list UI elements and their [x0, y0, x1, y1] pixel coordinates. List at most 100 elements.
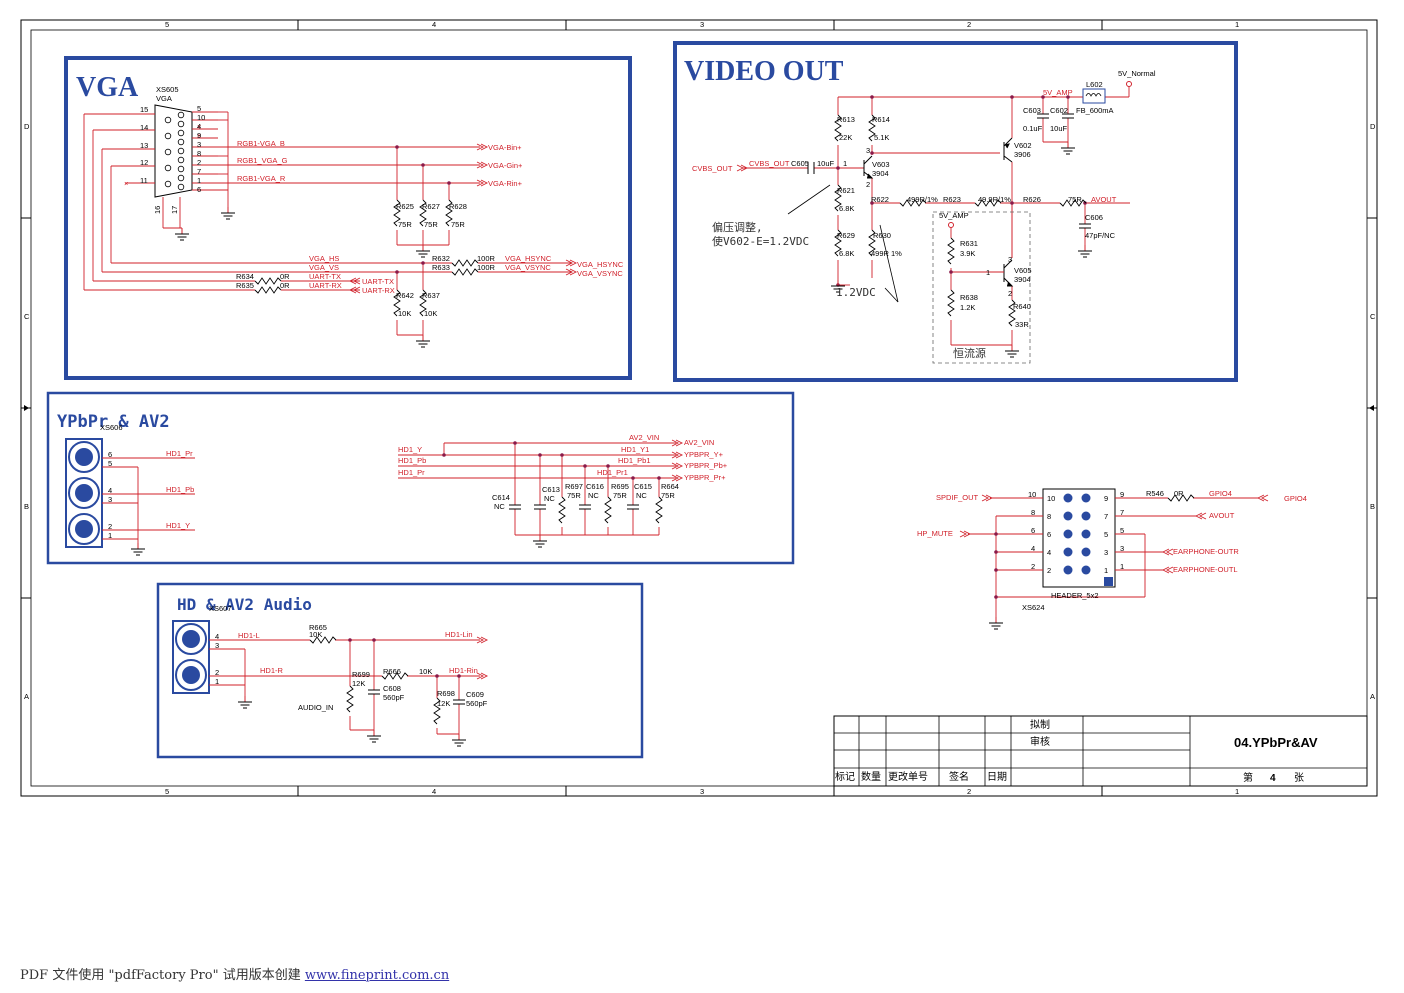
net-label: CVBS_OUT [749, 159, 790, 168]
vga-pin: 12 [140, 158, 148, 167]
bias-note: 偏压调整, [712, 220, 763, 234]
net-label: HD1_Pb [166, 485, 194, 494]
net-label: UART-RX [309, 281, 342, 290]
row-label: B [1370, 502, 1375, 511]
port-label: VGA-Bin+ [488, 143, 522, 152]
pin: 1 [1104, 566, 1108, 575]
net-label: VGA_VS [309, 263, 339, 272]
res-val: 10K [309, 630, 322, 639]
pin: 7 [1120, 508, 1124, 517]
res-val: 10K [424, 309, 437, 318]
sheet-frame: 5 4 3 2 1 5 4 3 2 1 D C B A D C B A [20, 19, 1378, 797]
cap-val: 10uF [817, 159, 835, 168]
res-val: 12K [352, 679, 365, 688]
vga-pin: 17 [170, 206, 179, 214]
res-val: 10K [419, 667, 432, 676]
pin: 6 [1031, 526, 1035, 535]
res-ref: R629 [837, 231, 855, 240]
res-val: 0R [1174, 489, 1184, 498]
transistor-val: 3904 [872, 169, 889, 178]
header-block: XS624 HEADER_5x2 SPDIF_OUT HP_MUTE GPIO4… [917, 488, 1307, 630]
vga-pin: 10 [197, 113, 205, 122]
pin: 8 [1047, 512, 1051, 521]
svg-text:×: × [197, 122, 201, 131]
res-ref: R635 [236, 281, 254, 290]
res-val: 100R [477, 263, 496, 272]
res-ref: R613 [837, 115, 855, 124]
pin: 3 [108, 495, 112, 504]
audio-in-label: AUDIO_IN [298, 703, 333, 712]
port-label: YPBPR_Pb+ [684, 461, 728, 470]
part-ref: R697 [565, 482, 583, 491]
net-label: HD1_Pb [398, 456, 426, 465]
video-title: VIDEO OUT [684, 56, 844, 87]
pin: 4 [108, 486, 112, 495]
net-label: HD1-R [260, 666, 284, 675]
col-label: 5 [165, 787, 169, 796]
pin: 1 [108, 531, 112, 540]
connector-ref: XS606 [100, 423, 123, 432]
net-label: HD1_Y1 [621, 445, 649, 454]
res-ref: R631 [960, 239, 978, 248]
vga-pin: 4 [197, 122, 201, 131]
vga-connector-ref: XS605 [156, 85, 179, 94]
video-out-block: VIDEO OUT 5V_Normal 5V_AMP [673, 41, 1238, 382]
port-label: VGA-Rin+ [488, 179, 523, 188]
pin: 3 [215, 641, 219, 650]
res-ref: R666 [383, 667, 401, 676]
res-ref: R622 [871, 195, 889, 204]
vga-pin: 1 [197, 176, 201, 185]
svg-text:3: 3 [1008, 255, 1012, 264]
svg-text:×: × [124, 179, 128, 188]
net-label: 5V_AMP [939, 211, 969, 220]
port-label: UART-RX [362, 286, 395, 295]
res-val: 10K [398, 309, 411, 318]
row-label: B [24, 502, 29, 511]
col-label: 3 [700, 20, 704, 29]
pin: 2 [215, 668, 219, 677]
pin: 6 [1047, 530, 1051, 539]
col-label: 2 [967, 20, 971, 29]
res-val: 5.1K [874, 133, 889, 142]
net-label: RGB1-VGA_B [237, 139, 285, 148]
port-label: HP_MUTE [917, 529, 953, 538]
part-ref: R664 [661, 482, 679, 491]
sheet-suffix: 张 [1294, 772, 1304, 784]
pin: 5 [1120, 526, 1124, 535]
res-ref: R632 [432, 254, 450, 263]
svg-text:1: 1 [986, 268, 990, 277]
pin: 4 [1031, 544, 1035, 553]
svg-text:2: 2 [1008, 289, 1012, 298]
port-label: VGA_HSYNC [577, 260, 624, 269]
row-label: A [24, 692, 29, 701]
res-ref: R628 [449, 202, 467, 211]
net-label: HD1_Pr [398, 468, 425, 477]
net-label: VGA_HSYNC [505, 254, 552, 263]
part-ref: R695 [611, 482, 629, 491]
pin: 2 [1031, 562, 1035, 571]
port-label: AVOUT [1209, 511, 1235, 520]
sheet-number: 4 [1270, 773, 1276, 784]
footer-link[interactable]: www.fineprint.com.cn [304, 968, 450, 983]
pin: 1 [1120, 562, 1124, 571]
res-val: 75R [1068, 195, 1082, 204]
voltage-note: 1.2VDC [836, 286, 876, 299]
res-val: 499R/1% [907, 195, 938, 204]
col-label: 1 [1235, 20, 1239, 29]
pin: 10 [1047, 494, 1055, 503]
vga-pin: 7 [197, 167, 201, 176]
port-label: GPIO4 [1284, 494, 1307, 503]
pin: 7 [1104, 512, 1108, 521]
pin: 3 [1120, 544, 1124, 553]
part-val: NC [588, 491, 599, 500]
pin: 1 [215, 677, 219, 686]
res-ref: R546 [1146, 489, 1164, 498]
res-val: 75R [451, 220, 465, 229]
res-val: 6.8K [839, 204, 854, 213]
net-label: HD1_Pb1 [618, 456, 651, 465]
vga-pin: 5 [197, 104, 201, 113]
header-ref: XS624 [1022, 603, 1045, 612]
checked-by-label: 审核 [1030, 735, 1050, 748]
pin: 10 [1028, 490, 1036, 499]
drawn-by-label: 拟制 [1030, 718, 1050, 731]
